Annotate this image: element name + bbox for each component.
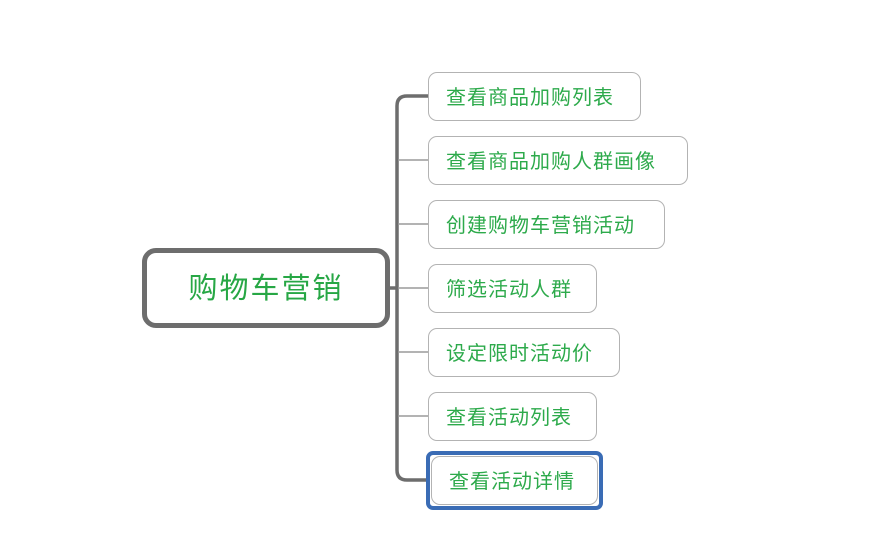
child-node-2-label: 查看商品加购人群画像 bbox=[446, 148, 656, 173]
child-node-3[interactable]: 创建购物车营销活动 bbox=[428, 200, 665, 249]
child-node-6[interactable]: 查看活动列表 bbox=[428, 392, 597, 441]
child-node-2[interactable]: 查看商品加购人群画像 bbox=[428, 136, 688, 185]
connector-trunk-lower bbox=[395, 288, 428, 482]
root-node[interactable]: 购物车营销 bbox=[142, 248, 390, 328]
child-node-3-label: 创建购物车营销活动 bbox=[446, 212, 635, 237]
child-node-4-label: 筛选活动人群 bbox=[446, 276, 572, 301]
child-node-1-label: 查看商品加购列表 bbox=[446, 84, 614, 109]
child-node-7[interactable]: 查看活动详情 bbox=[431, 456, 598, 505]
child-node-6-label: 查看活动列表 bbox=[446, 404, 572, 429]
child-node-4[interactable]: 筛选活动人群 bbox=[428, 264, 597, 313]
child-node-1[interactable]: 查看商品加购列表 bbox=[428, 72, 641, 121]
connector-trunk-upper bbox=[395, 94, 428, 288]
child-node-5-label: 设定限时活动价 bbox=[446, 340, 593, 365]
selected-node-highlight bbox=[426, 451, 603, 510]
root-node-label: 购物车营销 bbox=[188, 270, 344, 305]
child-node-5[interactable]: 设定限时活动价 bbox=[428, 328, 620, 377]
child-node-7-label: 查看活动详情 bbox=[449, 468, 575, 493]
